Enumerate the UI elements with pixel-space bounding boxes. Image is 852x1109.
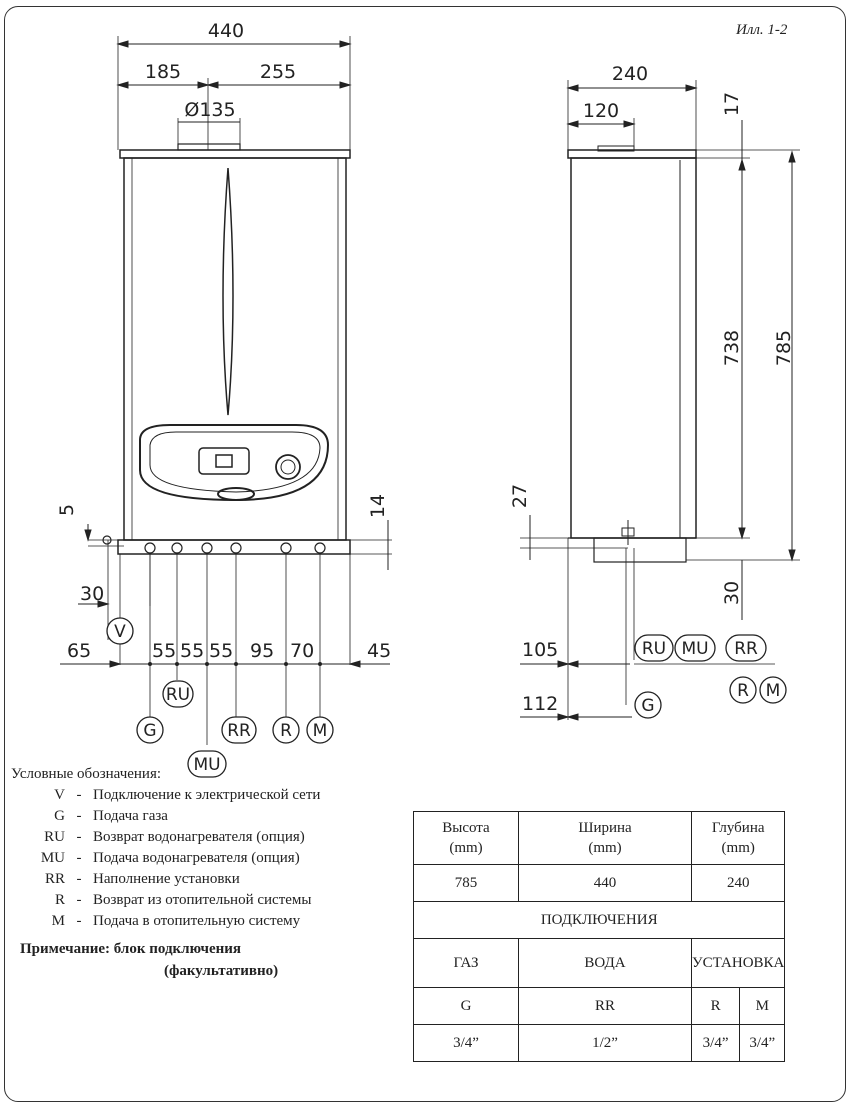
legend-item: RU-Возврат водонагревателя (опция) xyxy=(11,827,411,848)
legend: Условные обозначения: V-Подключение к эл… xyxy=(11,764,411,932)
dim-drop-5: 5 xyxy=(56,504,78,516)
dim-bottom-30: 30 xyxy=(721,581,743,605)
front-panel-ridge xyxy=(222,167,234,416)
conn-label-g: G xyxy=(143,721,156,741)
boiler-front-body xyxy=(123,157,347,541)
conn-label-m: M xyxy=(313,721,328,741)
connection-note: Примечание: блок подключения (факультати… xyxy=(20,938,278,982)
dim-spacing-55a: 55 xyxy=(152,640,176,662)
size-g: 3/4” xyxy=(413,1024,519,1062)
legend-code: M xyxy=(51,913,65,929)
legend-item: G-Подача газа xyxy=(11,806,411,827)
legend-text: Подключение к электрической сети xyxy=(93,787,321,803)
value-height: 785 xyxy=(413,864,519,902)
legend-code: V xyxy=(54,787,65,803)
dim-offset-112: 112 xyxy=(522,693,558,715)
legend-text: Подача в отопительную систему xyxy=(93,913,301,929)
figure-label: Илл. 1-2 xyxy=(736,22,788,38)
legend-item: M-Подача в отопительную систему xyxy=(11,911,411,932)
header-height: Высота(mm) xyxy=(413,811,519,865)
dim-spacing-55b: 55 xyxy=(180,640,204,662)
dim-flue-diameter: Ø135 xyxy=(184,99,235,121)
display-window xyxy=(198,447,250,475)
spec-table: Высота(mm) Ширина(mm) Глубина(mm) 785 44… xyxy=(412,811,786,1062)
size-m: 3/4” xyxy=(739,1024,786,1062)
legend-text: Подача газа xyxy=(93,808,168,824)
header-depth: Глубина(mm) xyxy=(690,811,786,865)
value-width: 440 xyxy=(518,864,692,902)
dim-spacing-55c: 55 xyxy=(209,640,233,662)
col-water: ВОДА xyxy=(518,938,692,988)
dim-offset-30: 30 xyxy=(80,583,104,605)
dim-spacing-65: 65 xyxy=(67,640,91,662)
control-panel xyxy=(139,424,330,502)
size-r: 3/4” xyxy=(690,1024,741,1062)
side-conn-m: M xyxy=(766,681,781,701)
code-r: R xyxy=(690,987,741,1025)
legend-code: R xyxy=(54,892,65,908)
legend-text: Подача водонагревателя (опция) xyxy=(93,850,300,866)
col-installation: УСТАНОВКА xyxy=(690,938,786,988)
dim-drop-14: 14 xyxy=(367,494,389,518)
col-gas: ГАЗ xyxy=(413,938,519,988)
dim-flue-offset: 120 xyxy=(583,100,619,122)
dim-spacing-95: 95 xyxy=(250,640,274,662)
side-view: 240 120 17 738 785 xyxy=(509,63,800,721)
side-conn-mu: MU xyxy=(681,639,708,659)
code-g: G xyxy=(413,987,519,1025)
legend-item: MU-Подача водонагревателя (опция) xyxy=(11,848,411,869)
legend-text: Возврат из отопительной системы xyxy=(93,892,312,908)
legend-code: MU xyxy=(40,850,65,866)
connection-block xyxy=(117,539,351,555)
side-conn-r: R xyxy=(737,681,749,701)
connections-header: ПОДКЛЮЧЕНИЯ xyxy=(412,901,786,939)
legend-code: RR xyxy=(44,871,65,887)
dim-spacing-45: 45 xyxy=(367,640,391,662)
conn-label-r: R xyxy=(280,721,292,741)
conn-label-ru: RU xyxy=(166,685,190,705)
header-width: Ширина(mm) xyxy=(518,811,692,865)
dim-total-width: 440 xyxy=(208,20,244,42)
side-conn-rr: RR xyxy=(734,639,758,659)
drawing-frame xyxy=(4,6,846,1102)
code-rr: RR xyxy=(518,987,692,1025)
dim-spacing-70: 70 xyxy=(290,640,314,662)
conn-label-v: V xyxy=(114,622,126,642)
side-conn-ru: RU xyxy=(642,639,666,659)
legend-item: RR-Наполнение установки xyxy=(11,869,411,890)
legend-title: Условные обозначения: xyxy=(11,766,162,782)
dim-depth: 240 xyxy=(612,63,648,85)
dim-right-offset: 255 xyxy=(260,61,296,83)
side-conn-g: G xyxy=(641,696,654,716)
legend-text: Наполнение установки xyxy=(93,871,240,887)
legend-code: RU xyxy=(44,829,65,845)
note-line-2: (факультативно) xyxy=(164,963,279,979)
dim-drop-27: 27 xyxy=(509,484,531,508)
legend-text: Возврат водонагревателя (опция) xyxy=(93,829,305,845)
dim-height-785: 785 xyxy=(773,330,795,366)
value-depth: 240 xyxy=(690,864,786,902)
dim-offset-105: 105 xyxy=(522,639,558,661)
boiler-side-body xyxy=(570,157,697,539)
technical-drawing: 440 185 255 Ø135 xyxy=(56,20,800,778)
size-rr: 1/2” xyxy=(518,1024,692,1062)
front-view: 440 185 255 Ø135 xyxy=(56,20,392,778)
pressure-gauge xyxy=(275,454,301,480)
code-m: M xyxy=(739,987,786,1025)
conn-label-rr: RR xyxy=(227,721,251,741)
dim-left-offset: 185 xyxy=(145,61,181,83)
legend-item: R-Возврат из отопительной системы xyxy=(11,890,411,911)
legend-item: V-Подключение к электрической сети xyxy=(11,785,411,806)
note-line-1: Примечание: блок подключения xyxy=(20,941,242,957)
legend-code: G xyxy=(54,808,65,824)
conn-label-mu: MU xyxy=(193,755,220,775)
dim-height-738: 738 xyxy=(721,330,743,366)
dim-top-17: 17 xyxy=(721,92,743,116)
